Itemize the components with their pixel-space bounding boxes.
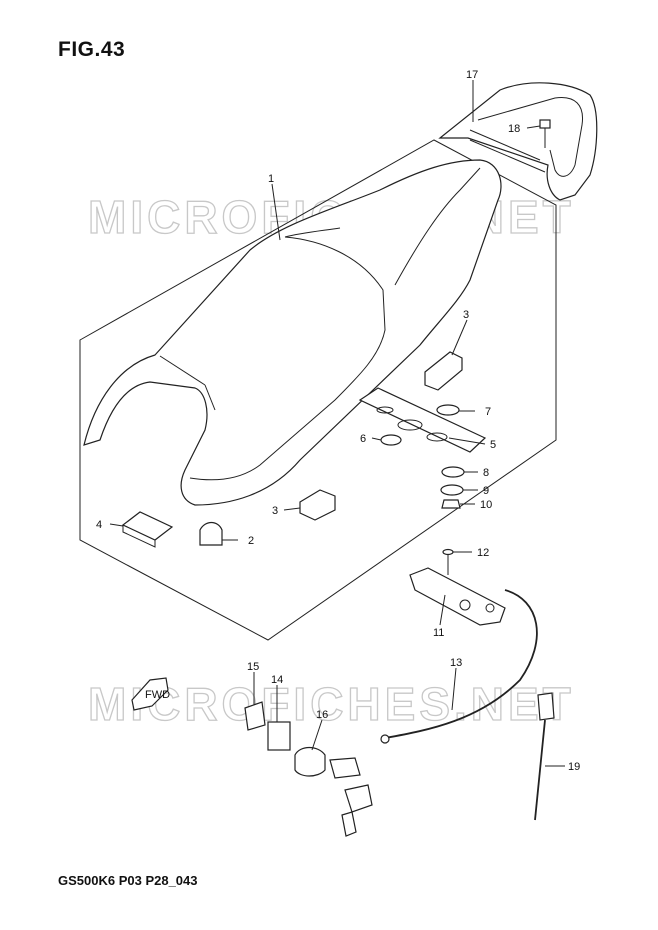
callout-8: 8 xyxy=(483,467,489,479)
grommet-6 xyxy=(380,434,402,446)
washer-7 xyxy=(436,404,460,416)
callout-5: 5 xyxy=(490,439,496,451)
callout-17: 17 xyxy=(466,69,478,81)
cushion-upper xyxy=(424,351,463,391)
bolt-18 xyxy=(539,119,551,148)
callout-7: 7 xyxy=(485,406,491,418)
callout-13: 13 xyxy=(450,657,462,669)
seat-lock-set-16 xyxy=(294,746,373,837)
seat xyxy=(83,159,502,506)
cushion-lower xyxy=(299,489,336,521)
forward-label: FWD xyxy=(145,689,170,701)
callout-14: 14 xyxy=(271,674,283,686)
screw-12 xyxy=(442,548,454,575)
callout-2: 2 xyxy=(248,535,254,547)
washer-9 xyxy=(440,484,464,496)
band-19 xyxy=(534,692,555,821)
grab-rail xyxy=(438,82,598,201)
washer-8 xyxy=(441,466,465,478)
callout-9: 9 xyxy=(483,485,489,497)
callout-16: 16 xyxy=(316,709,328,721)
callout-10: 10 xyxy=(480,499,492,511)
cushion-2 xyxy=(199,521,223,546)
callout-19: 19 xyxy=(568,761,580,773)
seat-lock xyxy=(409,567,506,626)
callout-3-lower: 3 xyxy=(272,505,278,517)
callout-12: 12 xyxy=(477,547,489,559)
assembly-group-outline xyxy=(79,139,557,641)
callout-15: 15 xyxy=(247,661,259,673)
seat-lock-cable xyxy=(384,589,538,739)
callout-6: 6 xyxy=(360,433,366,445)
callout-3-upper: 3 xyxy=(463,309,469,321)
callout-11: 11 xyxy=(433,627,444,639)
pad-4 xyxy=(121,511,174,541)
callout-1: 1 xyxy=(268,173,274,185)
footer-code: GS500K6 P03 P28_043 xyxy=(58,873,198,888)
callout-18: 18 xyxy=(508,123,520,135)
figure-title: FIG.43 xyxy=(58,38,126,61)
lock-holder-14 xyxy=(267,721,291,751)
nut-10 xyxy=(441,499,461,509)
forward-arrow: FWD xyxy=(131,677,170,711)
seat-bracket xyxy=(358,387,487,453)
clip-15 xyxy=(244,701,266,731)
callout-4: 4 xyxy=(96,519,102,531)
